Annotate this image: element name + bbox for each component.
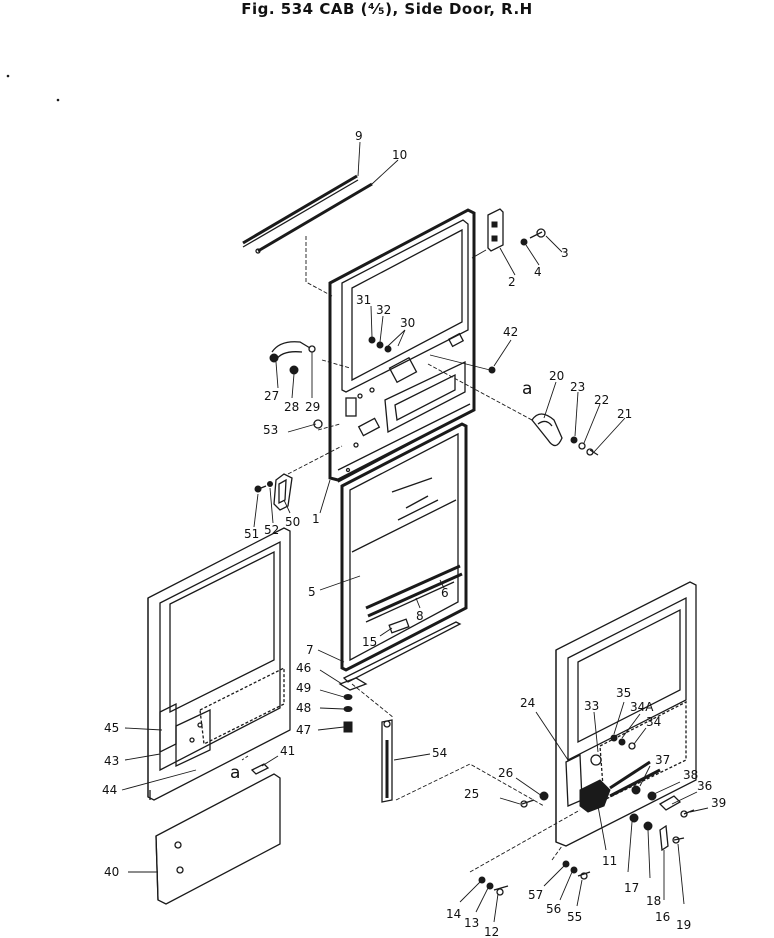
callout-9: 9 (355, 129, 363, 143)
hinge-plate-2 (487, 208, 504, 252)
callout-35: 35 (616, 686, 631, 700)
callout-36: 36 (697, 779, 712, 793)
callout-42: 42 (503, 325, 518, 339)
callout-14: 14 (446, 907, 461, 921)
callout-34: 34 (646, 715, 661, 729)
callout-28: 28 (284, 400, 299, 414)
callout-53: 53 (263, 423, 278, 437)
inner-handle-27 (269, 341, 316, 375)
scan-dot (6, 74, 10, 78)
callout-45: 45 (104, 721, 119, 735)
callout-37: 37 (655, 753, 670, 767)
callout-52: 52 (264, 523, 279, 537)
callout-3: 3 (561, 246, 569, 260)
callout-labels: 9 10 2 4 3 31 32 30 42 27 28 29 20 23 22… (102, 129, 726, 938)
trim-panel-40 (155, 773, 281, 905)
callout-43: 43 (104, 754, 119, 768)
glass-rail-6 (365, 564, 463, 623)
callout-24: 24 (520, 696, 535, 710)
door-assembly-left (147, 527, 291, 801)
striker-50 (273, 473, 293, 511)
callout-55: 55 (567, 910, 582, 924)
callout-56: 56 (546, 902, 561, 916)
screws-55-56-57 (562, 860, 591, 880)
rod-54 (381, 719, 393, 803)
callout-48: 48 (296, 701, 311, 715)
callout-49: 49 (296, 681, 311, 695)
weatherstrip-9 (242, 174, 359, 248)
screw-53 (313, 419, 323, 429)
reference-mark-a-lower: a (230, 763, 240, 783)
bolt-3-washer-4 (520, 228, 546, 246)
screws-12-13-14 (478, 876, 509, 896)
callout-50: 50 (285, 515, 300, 529)
callout-51: 51 (244, 527, 259, 541)
callout-33: 33 (584, 699, 599, 713)
callout-15: 15 (362, 635, 377, 649)
bottom-strip-7 (342, 621, 462, 683)
lock-parts-16-17-18-19 (629, 813, 685, 852)
scan-dot (56, 98, 60, 102)
callout-5: 5 (308, 585, 316, 599)
callout-16: 16 (655, 910, 670, 924)
callout-21: 21 (617, 407, 632, 421)
callout-30: 30 (400, 316, 415, 330)
bracket-46 (338, 677, 368, 691)
lock-parts-36-39 (631, 785, 695, 818)
bolt-51-washer-52 (254, 481, 273, 493)
callout-27: 27 (264, 389, 279, 403)
callout-54: 54 (432, 746, 447, 760)
plate-15 (388, 618, 410, 634)
callout-41: 41 (280, 744, 295, 758)
screw-25-washer-26 (520, 791, 549, 808)
callout-8: 8 (416, 609, 424, 623)
callout-25: 25 (464, 787, 479, 801)
door-assembly-right (555, 581, 697, 847)
bolts-47-48-49 (343, 694, 353, 733)
callout-40: 40 (104, 865, 119, 879)
callout-22: 22 (594, 393, 609, 407)
callout-44: 44 (102, 783, 117, 797)
callout-4: 4 (534, 265, 542, 279)
callout-47: 47 (296, 723, 311, 737)
weatherstrip-10 (255, 182, 373, 254)
callout-34A: 34A (630, 700, 654, 714)
callout-26: 26 (498, 766, 513, 780)
callout-11: 11 (602, 854, 617, 868)
door-lock-11 (565, 753, 661, 813)
callout-2: 2 (508, 275, 516, 289)
callout-10: 10 (392, 148, 407, 162)
callout-19: 19 (676, 918, 691, 932)
callout-29: 29 (305, 400, 320, 414)
callout-32: 32 (376, 303, 391, 317)
outer-handle-20 (531, 413, 599, 456)
callout-57: 57 (528, 888, 543, 902)
callout-46: 46 (296, 661, 311, 675)
lock-parts-33-35-34 (610, 734, 636, 750)
callout-17: 17 (624, 881, 639, 895)
callout-38: 38 (683, 768, 698, 782)
clip-41 (250, 763, 270, 775)
callout-20: 20 (549, 369, 564, 383)
door-glass-lower (340, 422, 468, 672)
callout-23: 23 (570, 380, 585, 394)
reference-mark-a-upper: a (522, 379, 532, 399)
callout-31: 31 (356, 293, 371, 307)
door-frame-upper (328, 208, 476, 483)
callout-7: 7 (306, 643, 314, 657)
figure-title: Fig. 534 CAB (⁴⁄₅), Side Door, R.H (241, 0, 533, 18)
callout-12: 12 (484, 925, 499, 938)
callout-18: 18 (646, 894, 661, 908)
callout-13: 13 (464, 916, 479, 930)
callout-1: 1 (312, 512, 320, 526)
leader-lines (121, 141, 709, 923)
callout-6: 6 (441, 586, 449, 600)
callout-39: 39 (711, 796, 726, 810)
